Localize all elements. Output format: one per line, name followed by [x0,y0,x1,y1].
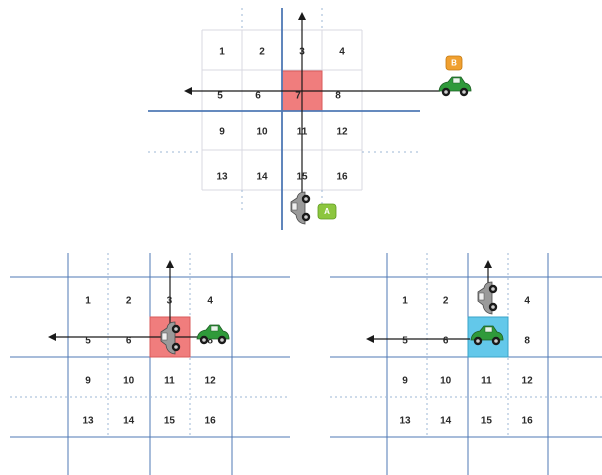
cell-number: 12 [205,376,217,387]
cell-number: 6 [255,91,261,102]
cell-number: 12 [336,127,348,138]
grid-lines [330,253,602,475]
cell-number: 2 [126,296,132,307]
cell-number: 8 [524,336,530,347]
cell-number: 15 [164,416,176,427]
cell-number: 14 [256,172,268,183]
cell-number: 5 [217,91,223,102]
car-gray-icon [478,282,497,314]
dotted-lines [330,253,602,437]
cell-number: 9 [219,127,225,138]
cell-number: 15 [481,416,493,427]
cell-number: 11 [481,376,492,387]
cell-number: 8 [335,91,341,102]
cell-number: 16 [336,172,348,183]
cell-number: 16 [205,416,217,427]
grid-lines [10,253,290,475]
cell-number: 1 [219,47,225,58]
cell-number: 2 [443,296,449,307]
cell-number: 1 [85,296,91,307]
cell-number: 15 [296,172,308,183]
cell-number: 6 [443,336,449,347]
car-green-icon [197,325,229,344]
cell-number: 11 [164,376,175,387]
car-a-icon [291,192,310,224]
cell-number: 13 [216,172,228,183]
cell-number: 12 [522,376,534,387]
cell-number: 3 [299,47,305,58]
cell-number: 3 [167,296,173,307]
cell-number: 14 [123,416,135,427]
cell-number: 5 [85,336,91,347]
cell-number: 7 [295,91,301,102]
badge-a-label: A [324,207,330,216]
road-lines [148,8,420,230]
cell-number: 10 [123,376,135,387]
badge-b: B [446,56,462,70]
cell-number: 1 [402,296,408,307]
cell-number: 10 [256,127,268,138]
cell-number: 4 [207,296,213,307]
car-b-icon [439,77,471,96]
cell-number: 13 [399,416,411,427]
cell-number: 9 [85,376,91,387]
cell-number: 14 [440,416,452,427]
badge-a: A [318,204,336,219]
cell-number: 16 [522,416,534,427]
badge-b-label: B [451,59,457,68]
cell-number: 2 [259,47,265,58]
cell-number: 9 [402,376,408,387]
cell-number: 10 [440,376,452,387]
cell-number: 6 [126,336,132,347]
cell-number: 5 [402,336,408,347]
cell-number: 11 [297,127,308,138]
cell-number: 13 [82,416,94,427]
cell-number: 4 [339,47,345,58]
cell-number: 4 [524,296,530,307]
